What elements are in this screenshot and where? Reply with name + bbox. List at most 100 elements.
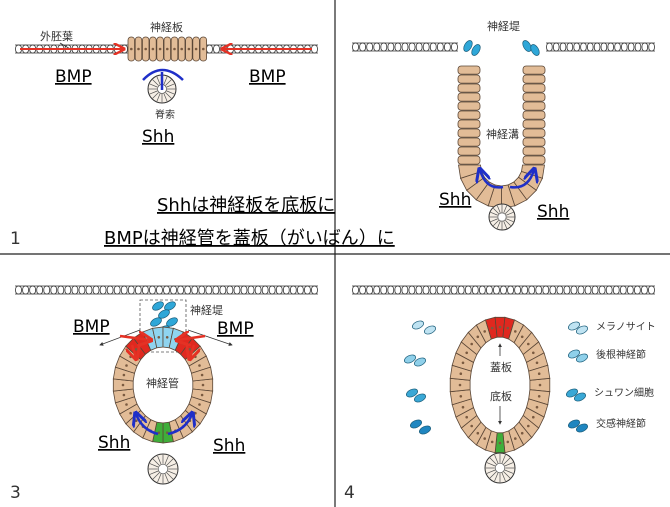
ectoderm-cell [142, 285, 149, 295]
cell-nucleus [476, 335, 480, 339]
notochord-spoke [501, 472, 506, 482]
ectoderm-cell [577, 285, 585, 295]
notochord-spoke [493, 208, 500, 215]
notochord-spoke [496, 221, 501, 229]
cell-nucleus [141, 342, 145, 345]
notochord-spoke [501, 454, 506, 464]
ectoderm-cell [627, 285, 634, 295]
notochord-spoke [496, 205, 501, 213]
cell-nucleus [459, 395, 463, 398]
cell-nucleus [506, 440, 510, 444]
ectoderm-cell [15, 285, 22, 295]
ectoderm-cell [205, 285, 213, 295]
ectoderm-cell [156, 285, 163, 295]
neural-plate-label: 神経板 [150, 20, 183, 34]
cell-nucleus [532, 415, 535, 419]
ectoderm-cell [593, 42, 601, 52]
ectoderm-cell [213, 44, 220, 54]
cell-nucleus [498, 325, 502, 329]
notochord-spoke [486, 462, 496, 467]
ectoderm-cell [254, 285, 262, 295]
ectoderm-cell [486, 285, 493, 295]
ectoderm-strip [15, 285, 318, 295]
ectoderm-cell [605, 285, 613, 295]
ectoderm-cell [177, 285, 184, 295]
cell-nucleus [200, 393, 204, 397]
neural-tube-cells [449, 316, 551, 454]
ectoderm-cell [563, 285, 571, 295]
notochord-spoke [164, 473, 169, 483]
ectoderm-cell [627, 42, 635, 52]
ectoderm-cell [648, 285, 655, 295]
notochord-spoke [503, 205, 508, 213]
ectoderm-cell [570, 285, 578, 295]
cell-nucleus [174, 338, 177, 341]
cell-nucleus [157, 336, 161, 339]
shh-label: Shh [142, 127, 174, 147]
cell-nucleus [535, 405, 539, 409]
ectoderm-cell [29, 285, 36, 295]
legend-swatch [568, 419, 580, 429]
panel-2: 神経堤 神経溝 Shh Shh [352, 19, 655, 231]
notochord-label: 脊索 [155, 108, 175, 121]
groove-cell [522, 137, 546, 147]
bmp-arrow-left-down [132, 345, 136, 358]
shh-arrow-left-up [480, 170, 504, 189]
ectoderm-cell [212, 285, 220, 295]
cell-nucleus [506, 326, 510, 330]
crest-arrow-right [187, 329, 233, 346]
neural-fold-cell [522, 40, 532, 52]
notochord-spoke [149, 90, 158, 95]
ectoderm-cell [648, 42, 655, 52]
ectoderm-cell [359, 285, 366, 295]
cell-nucleus [490, 440, 494, 444]
ectoderm-cell [514, 285, 521, 295]
cell-nucleus [173, 47, 176, 51]
neural-crest-box [139, 299, 187, 353]
ectoderm-cell [184, 285, 191, 295]
notochord-spoke [493, 219, 500, 226]
groove-cell [522, 74, 546, 84]
ectoderm-cell [408, 285, 416, 295]
notochord-spoke [494, 454, 499, 464]
ectoderm-cell [206, 44, 213, 54]
ectoderm-cell [78, 285, 86, 295]
ectoderm-cell [587, 42, 594, 52]
notochord-spoke [504, 219, 511, 226]
notochord-spoke [149, 83, 158, 88]
groove-cell [457, 119, 481, 129]
ectoderm-cell [621, 42, 628, 52]
ectoderm-cell [304, 285, 311, 295]
notochord-spoke [156, 76, 161, 85]
cell-nucleus [166, 47, 169, 51]
migrating-crest-cell [404, 354, 416, 364]
shh-arrow-left [136, 414, 159, 436]
notochord-spoke [165, 92, 172, 99]
groove-cell [522, 101, 546, 111]
migrating-crest-cell [424, 325, 436, 335]
crest-arrow-left [99, 329, 141, 346]
cell-nucleus [158, 47, 162, 51]
ectoderm-cell [99, 285, 107, 295]
cell-nucleus [187, 47, 191, 51]
ectoderm-cell [641, 285, 648, 295]
ectoderm-cell [290, 285, 297, 295]
ectoderm-cell [546, 42, 553, 52]
legend-label-melanocyte: メラノサイト [596, 321, 656, 333]
cell-nucleus [122, 373, 126, 377]
notochord [488, 203, 516, 231]
cell-nucleus [180, 47, 183, 51]
notochord-spoke [166, 472, 174, 480]
ectoderm-cell [471, 285, 479, 295]
ectoderm-cell [634, 42, 642, 52]
groove-cell [457, 146, 481, 156]
caption-line-2: BMPは神経管を蓋板（がいばん）に [104, 228, 395, 249]
cell-nucleus [125, 364, 128, 367]
legend-label-drg: 後根神経節 [596, 348, 646, 361]
neural-crest-cell [166, 317, 178, 327]
groove-cell [522, 110, 546, 120]
legend-label-sympathetic: 交感神経節 [596, 417, 646, 430]
cell-nucleus [134, 419, 138, 423]
ectoderm-cell [268, 285, 276, 295]
ectoderm-cell [408, 42, 416, 52]
